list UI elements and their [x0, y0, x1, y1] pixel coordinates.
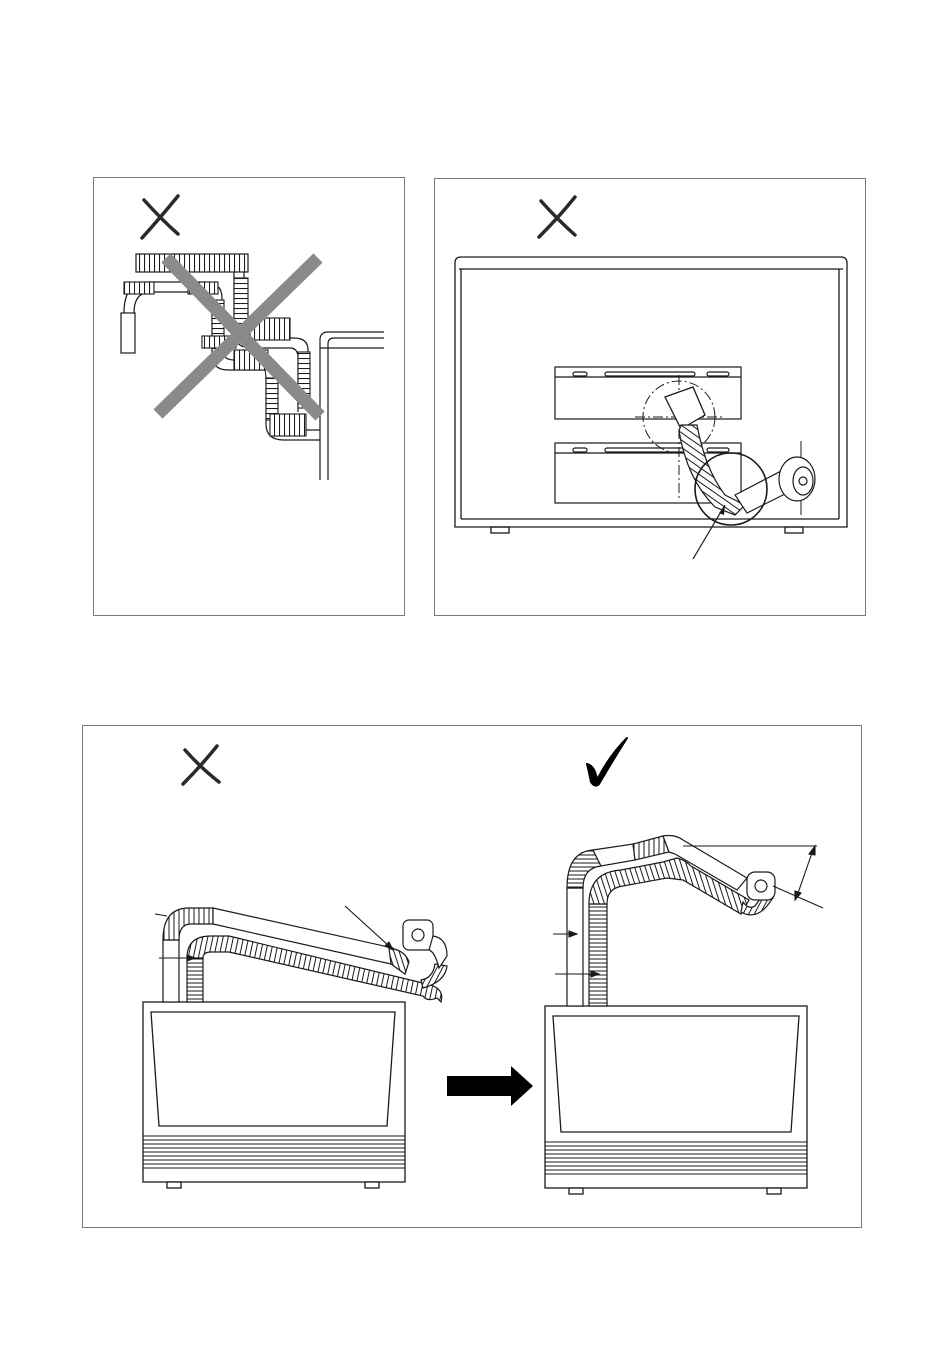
- hose-routing-illustration: [83, 726, 863, 1229]
- outlet-pipe: [735, 457, 815, 513]
- panel-hose-kinked: [434, 178, 866, 616]
- elbow-connector: [665, 387, 705, 429]
- kinked-hose-illustration: [435, 179, 867, 617]
- x-mark-icon: [539, 197, 575, 237]
- kinked-hose: [679, 425, 745, 515]
- hose-top-coil: [136, 254, 248, 272]
- check-mark-icon: [587, 738, 627, 786]
- appliance-corner: [320, 332, 384, 480]
- left-hose-connector: [403, 920, 447, 968]
- tangled-hoses-illustration: [94, 178, 406, 617]
- right-hose-connector: [747, 872, 775, 900]
- arrow-right-icon: [447, 1066, 533, 1106]
- right-hoses: [567, 836, 773, 1007]
- x-mark-icon: [183, 746, 219, 784]
- x-mark-icon: [142, 196, 178, 238]
- panel-hose-routing-comparison: [82, 725, 862, 1228]
- hose-left-pipe: [121, 313, 135, 353]
- panel-tangled-hoses: [93, 177, 405, 616]
